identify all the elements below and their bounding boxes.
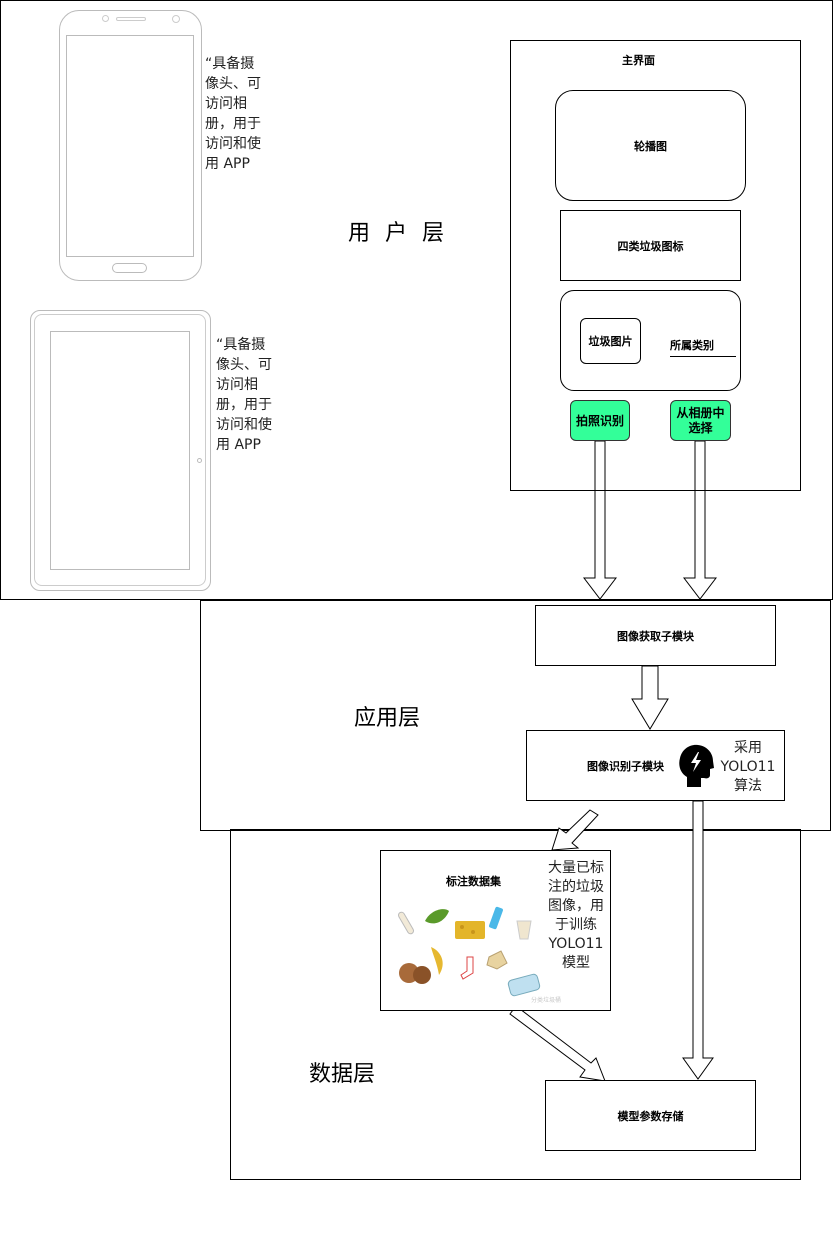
data-layer-label: 数据层 bbox=[309, 1062, 376, 1087]
data-layer-frame bbox=[230, 829, 801, 1180]
cup-icon bbox=[516, 920, 532, 940]
app-layer-frame bbox=[200, 600, 831, 831]
image-recognize-label: 图像识别子模块 bbox=[587, 760, 664, 773]
trash-items-illustration bbox=[398, 906, 541, 997]
mask-icon bbox=[507, 973, 541, 997]
image-recognize-module: 图像识别子模块 采用YOLO11算法 bbox=[526, 730, 785, 801]
four-icons-box: 四类垃圾图标 bbox=[560, 210, 741, 281]
tablet-note: “具备摄像头、可访问相册，用于访问和使用 APP bbox=[216, 337, 272, 453]
sock-icon bbox=[460, 956, 474, 980]
arrow-acquire-to-recognize bbox=[631, 665, 669, 730]
sponge-icon bbox=[455, 921, 485, 939]
dataset-title: 标注数据集 bbox=[446, 875, 501, 888]
tablet-button bbox=[197, 458, 202, 463]
model-params-store: 模型参数存储 bbox=[545, 1080, 756, 1151]
app-layer-label: 应用层 bbox=[354, 706, 421, 731]
phone-note: “具备摄像头、可访问相册，用于访问和使用 APP bbox=[205, 56, 261, 172]
phone-camera-left bbox=[102, 15, 109, 22]
phone-camera-right bbox=[172, 15, 180, 23]
tablet-inner-edge bbox=[34, 314, 206, 586]
main-screen-frame bbox=[510, 40, 801, 491]
ai-head-icon bbox=[677, 743, 715, 787]
main-screen-title: 主界面 bbox=[622, 54, 655, 67]
dataset-box: 标注数据集 大量已标注的垃圾图像，用于训练YOLO11模型 分类垃圾桶 bbox=[380, 850, 611, 1011]
tablet-device bbox=[30, 310, 211, 591]
arrow-recognize-to-store bbox=[682, 800, 714, 1080]
arrow-recognize-to-dataset bbox=[551, 809, 599, 851]
arrow-dataset-to-store bbox=[509, 1005, 606, 1082]
image-acquire-module: 图像获取子模块 bbox=[535, 605, 776, 666]
trash-image-box: 垃圾图片 bbox=[580, 318, 641, 364]
coconut-icon bbox=[399, 963, 431, 984]
battery-icon bbox=[489, 906, 503, 930]
arrow-album-down bbox=[682, 440, 718, 600]
tablet-screen bbox=[50, 331, 190, 570]
phone-screen bbox=[66, 35, 194, 257]
banana-peel-icon bbox=[431, 947, 443, 975]
phone-speaker bbox=[116, 17, 146, 21]
photo-recognize-button[interactable]: 拍照识别 bbox=[570, 400, 630, 441]
category-label: 所属类别 bbox=[670, 337, 736, 357]
bone-icon bbox=[398, 911, 414, 935]
leaf-icon bbox=[425, 909, 449, 924]
phone-device bbox=[59, 10, 202, 281]
dataset-note: 大量已标注的垃圾图像，用于训练YOLO11模型 bbox=[548, 860, 604, 971]
arrow-photo-down bbox=[582, 440, 618, 600]
album-select-button[interactable]: 从相册中选择 bbox=[670, 400, 731, 441]
carousel-box: 轮播图 bbox=[555, 90, 746, 201]
phone-home-button bbox=[112, 263, 147, 273]
crumpled-paper-icon bbox=[486, 950, 508, 970]
user-layer-frame bbox=[0, 0, 833, 600]
dataset-watermark: 分类垃圾桶 bbox=[531, 997, 562, 1004]
algo-note: 采用YOLO11算法 bbox=[720, 739, 776, 794]
user-layer-label: 用 户 层 bbox=[348, 221, 448, 246]
